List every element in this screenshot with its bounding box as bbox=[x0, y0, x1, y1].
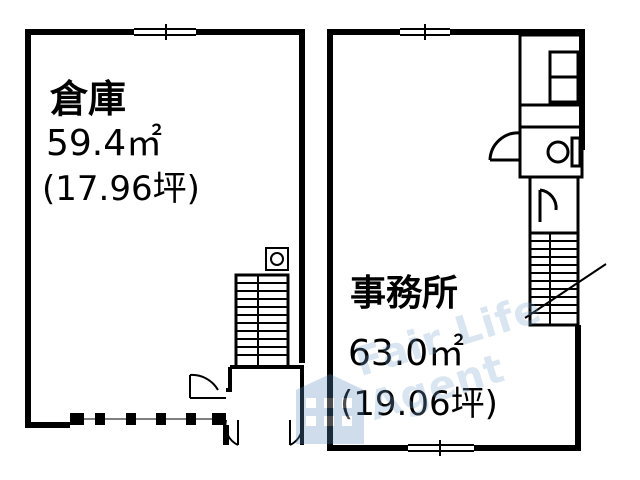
warehouse-top-window bbox=[134, 24, 196, 40]
office-area: 63.0㎡ bbox=[348, 333, 465, 374]
warehouse-fixture bbox=[265, 247, 289, 271]
office-top-window bbox=[400, 24, 450, 40]
office-kitchen bbox=[518, 33, 584, 129]
office-name: 事務所 bbox=[350, 273, 459, 314]
entrance-doors bbox=[189, 373, 304, 446]
warehouse-stairs bbox=[234, 273, 290, 369]
office-bottom-window bbox=[408, 440, 474, 456]
office-tsubo: (19.06坪) bbox=[340, 384, 498, 424]
warehouse-area: 59.4㎡ bbox=[46, 123, 163, 164]
warehouse-bottom-openings bbox=[70, 413, 226, 425]
warehouse-name: 倉庫 bbox=[50, 77, 127, 121]
office-washroom bbox=[528, 175, 580, 235]
office-toilet bbox=[488, 125, 584, 179]
warehouse-entrance bbox=[226, 365, 304, 445]
warehouse-tsubo: (17.96坪) bbox=[42, 169, 200, 209]
office-stairs bbox=[524, 231, 607, 327]
